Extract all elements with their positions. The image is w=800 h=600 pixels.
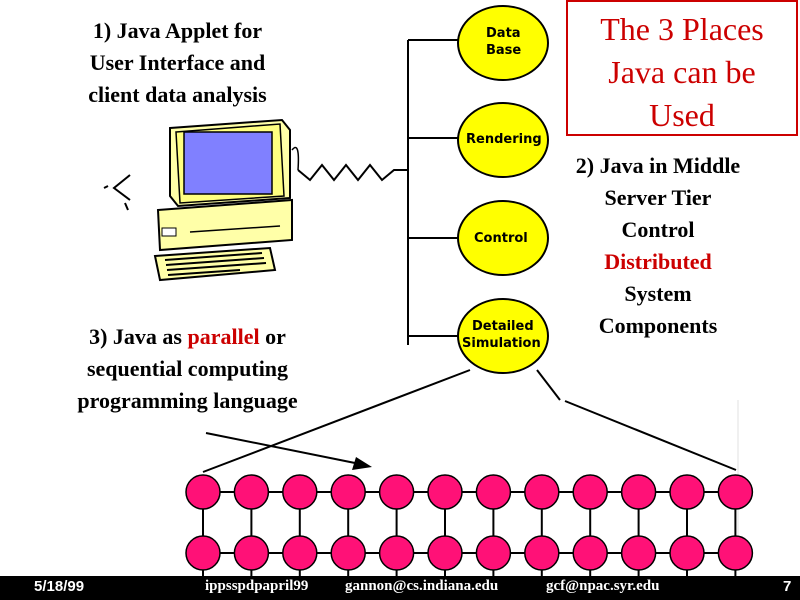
processor-node xyxy=(572,474,608,510)
processor-grid xyxy=(185,474,754,571)
processor-node xyxy=(427,535,463,571)
slide-title-box: The 3 Places Java can be Used xyxy=(566,0,798,136)
slide-title-line-2: Java can be xyxy=(608,54,756,90)
processor-node xyxy=(717,474,754,510)
footer-email-gannon: gannon@cs.indiana.edu xyxy=(345,578,499,594)
applet-label-line-1: 1) Java Applet for xyxy=(92,18,263,43)
processor-node xyxy=(185,535,221,571)
viewer-eye-icon xyxy=(103,174,131,211)
processor-node xyxy=(282,474,318,510)
node-simulation-label-1: Detailed xyxy=(472,319,534,334)
processor-node xyxy=(669,474,705,510)
processor-node xyxy=(620,474,657,510)
middle-tier-line-5: System xyxy=(624,281,692,306)
processor-node xyxy=(427,474,463,510)
node-rendering-label: Rendering xyxy=(466,132,542,147)
parallel-label-line-2: sequential computing xyxy=(86,356,289,381)
middle-tier-line-6: Components xyxy=(598,313,718,338)
footer-email-gcf: gcf@npac.syr.edu xyxy=(546,578,660,594)
processor-node xyxy=(233,474,270,510)
middle-tier-line-2: Server Tier xyxy=(604,185,712,210)
node-database: Data Base xyxy=(457,5,549,81)
processor-node xyxy=(233,535,270,571)
processor-node xyxy=(378,474,415,510)
node-control: Control xyxy=(457,200,549,276)
processor-node xyxy=(185,474,221,510)
middle-tier-line-3: Control xyxy=(621,217,695,242)
expansion-lines xyxy=(202,369,739,545)
computer-icon xyxy=(153,118,300,282)
node-database-label-1: Data xyxy=(486,26,521,41)
processor-node xyxy=(282,535,318,571)
node-control-label: Control xyxy=(474,231,528,246)
middle-tier-label: 2) Java in Middle Server Tier Control Di… xyxy=(548,150,768,342)
applet-label-line-2: User Interface and xyxy=(89,50,266,75)
processor-node xyxy=(330,474,366,510)
processor-node xyxy=(378,535,415,571)
footer-date: 5/18/99 xyxy=(34,578,85,595)
processor-node xyxy=(572,535,608,571)
processor-node xyxy=(524,474,560,510)
arrow-to-grid xyxy=(205,432,372,470)
processor-node xyxy=(475,474,512,510)
processor-node xyxy=(524,535,560,571)
processor-node xyxy=(669,535,705,571)
network-zigzag xyxy=(297,163,408,182)
middle-tier-line-1: 2) Java in Middle xyxy=(575,153,741,178)
parallel-label-line-3: programming language xyxy=(77,388,298,413)
footer-bar xyxy=(0,576,800,600)
parallel-label-line-1: 3) Java as parallel or xyxy=(40,321,335,353)
processor-node xyxy=(330,535,366,571)
node-rendering: Rendering xyxy=(457,102,549,178)
parallel-highlight: parallel xyxy=(187,324,260,349)
processor-node xyxy=(717,535,754,571)
slide-title-line-1: The 3 Places xyxy=(600,11,764,47)
footer-source: ippsspdpapril99 xyxy=(205,578,309,594)
footer-page-number: 7 xyxy=(783,578,792,595)
processor-node xyxy=(475,535,512,571)
grid-links xyxy=(202,491,737,577)
parallel-label-pre: 3) Java as xyxy=(89,324,188,349)
slide-title-line-3: Used xyxy=(649,97,715,133)
node-database-label-2: Base xyxy=(486,43,521,58)
applet-label: 1) Java Applet for User Interface and cl… xyxy=(50,15,305,111)
node-simulation: Detailed Simulation xyxy=(457,298,549,374)
node-simulation-label-2: Simulation xyxy=(462,336,541,351)
applet-label-line-3: client data analysis xyxy=(88,82,267,107)
parallel-label: 3) Java as parallel or sequential comput… xyxy=(40,321,335,417)
tree-connector xyxy=(407,39,458,345)
processor-node xyxy=(620,535,657,571)
parallel-label-post: or xyxy=(259,324,286,349)
middle-tier-line-4: Distributed xyxy=(604,249,712,274)
